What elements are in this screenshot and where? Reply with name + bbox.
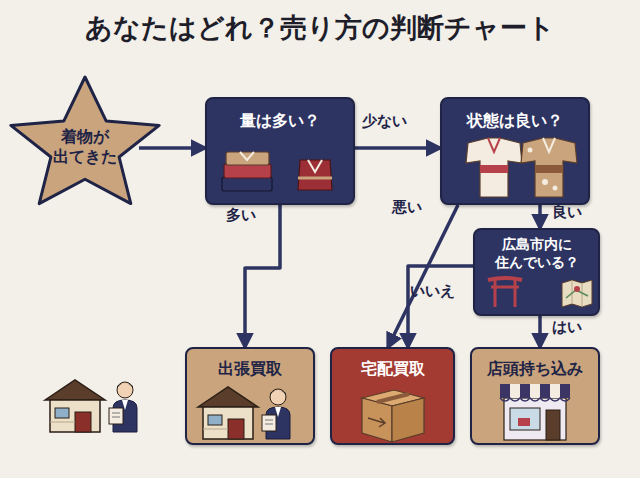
- kimono-stack: [222, 152, 332, 191]
- flow-arrow: [538, 205, 542, 228]
- chart-title: あなたはどれ？売り方の判断チャート: [0, 10, 640, 46]
- shop-front: [500, 384, 570, 440]
- edge-label: 悪い: [392, 198, 422, 217]
- flow-arrow: [355, 146, 440, 150]
- edge-label: 多い: [226, 206, 256, 225]
- start-star: 着物が 出てきた: [5, 75, 165, 211]
- decision-box: 量は多い？: [205, 97, 355, 205]
- node-text: 店頭持ち込み: [472, 349, 598, 379]
- kimono-pair: [466, 138, 577, 197]
- decision-box: 広島市内に 住んでいる？: [473, 228, 600, 316]
- decision-box: 状態は良い？: [440, 97, 590, 205]
- edge-label: 良い: [552, 203, 582, 222]
- flow-arrow: [538, 316, 542, 347]
- flow-arrow: [388, 205, 458, 347]
- flow-arrow: [139, 146, 205, 150]
- parcel-box: [362, 390, 424, 442]
- edge-label: いいえ: [410, 282, 455, 301]
- house-visit-icon: [198, 387, 290, 439]
- node-text: 広島市内に 住んでいる？: [475, 230, 598, 271]
- result-box: 出張買取: [185, 347, 315, 445]
- edge-label: はい: [552, 318, 582, 337]
- torii-and-map: [488, 278, 592, 307]
- edge-label: 少ない: [362, 112, 407, 131]
- star-shape: [11, 77, 159, 204]
- node-text: 状態は良い？: [442, 99, 588, 131]
- result-box: 店頭持ち込み: [470, 347, 600, 445]
- flow-arrow: [408, 266, 473, 347]
- node-text: 着物が 出てきた: [35, 127, 135, 167]
- house-visit-decoration: [45, 380, 137, 432]
- flow-arrow: [245, 205, 280, 347]
- node-text: 量は多い？: [207, 99, 353, 131]
- node-text: 出張買取: [187, 349, 313, 379]
- result-box: 宅配買取: [330, 347, 455, 445]
- node-text: 宅配買取: [332, 349, 453, 379]
